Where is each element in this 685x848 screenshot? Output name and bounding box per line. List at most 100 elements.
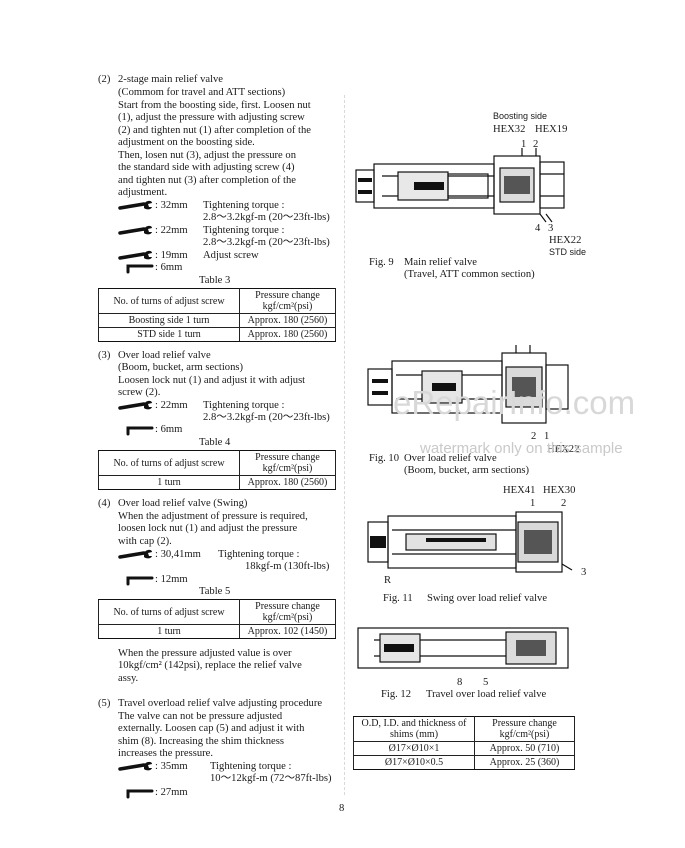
table-header-cell: No. of turns of adjust screw bbox=[98, 288, 240, 314]
table-cell: 1 turn bbox=[98, 624, 240, 639]
table-5: No. of turns of adjust screw Pressure ch… bbox=[98, 599, 336, 639]
tool-size: : 6mm bbox=[155, 424, 183, 435]
table-cell: Boosting side 1 turn bbox=[98, 313, 240, 328]
tool-size: : 19mm bbox=[155, 250, 188, 261]
callout-3: 3 bbox=[548, 223, 554, 234]
tool-size: : 22mm bbox=[155, 400, 188, 411]
note-line: When the pressure adjusted value is over bbox=[118, 648, 292, 659]
note-line: assy. bbox=[118, 673, 139, 684]
table-cell: Ø17×Ø10×1 bbox=[353, 741, 475, 756]
table-cell: Approx. 50 (710) bbox=[474, 741, 575, 756]
torque-label: Tightening torque : bbox=[210, 761, 292, 772]
callout-1: 1 bbox=[544, 431, 550, 442]
port-r-label: R bbox=[384, 575, 392, 586]
figure-caption-number: Fig. 9 bbox=[369, 257, 394, 268]
table-3: No. of turns of adjust screw Pressure ch… bbox=[98, 288, 336, 342]
wrench-icon bbox=[118, 225, 152, 235]
hex30-label: HEX30 bbox=[543, 485, 576, 496]
hex-key-icon bbox=[126, 264, 154, 274]
table-cell: Approx. 180 (2560) bbox=[239, 313, 336, 328]
body-line: the standard side with adjusting screw (… bbox=[118, 162, 295, 173]
section-number: (5) bbox=[98, 698, 111, 709]
travel-relief-valve-drawing bbox=[357, 627, 569, 669]
body-line: Start from the boosting side, first. Loo… bbox=[118, 100, 311, 111]
body-line: When the adjustment of pressure is requi… bbox=[118, 511, 308, 522]
hex41-label: HEX41 bbox=[503, 485, 536, 496]
figure-caption: Main relief valve bbox=[404, 257, 477, 268]
callout-4: 4 bbox=[535, 223, 541, 234]
overload-relief-valve-drawing bbox=[367, 345, 569, 424]
tool-size: : 27mm bbox=[155, 787, 188, 798]
torque-value: 10～12kgf-m (72～87ft-lbs) bbox=[210, 773, 332, 784]
table-row: Ø17×Ø10×0.5 Approx. 25 (360) bbox=[353, 755, 575, 770]
wrench-icon bbox=[118, 200, 152, 210]
std-side-label: STD side bbox=[549, 247, 587, 257]
tool-size: : 32mm bbox=[155, 200, 188, 211]
body-line: increases the pressure. bbox=[118, 748, 214, 759]
torque-value: 2.8～3.2kgf-m (20～23ft-lbs) bbox=[203, 237, 330, 248]
tool-size: : 22mm bbox=[155, 225, 188, 236]
section-number: (4) bbox=[98, 498, 111, 509]
body-line: and tighten nut (3) after completion of … bbox=[118, 175, 296, 186]
body-line: Loosen lock nut (1) and adjust it with a… bbox=[118, 375, 306, 386]
table-row: 1 turn Approx. 102 (1450) bbox=[98, 624, 336, 639]
hex22-label: HEX22 bbox=[547, 444, 580, 455]
table-cell: Approx. 25 (360) bbox=[474, 755, 575, 770]
body-line: adjustment on the boosting side. bbox=[118, 137, 255, 148]
tool-size: : 30,41mm bbox=[155, 549, 201, 560]
callout-2: 2 bbox=[533, 139, 539, 150]
figure-caption: Over load relief valve bbox=[404, 453, 497, 464]
wrench-icon bbox=[118, 400, 152, 410]
torque-value: 2.8～3.2kgf-m (20～23ft-lbs) bbox=[203, 412, 330, 423]
column-divider bbox=[344, 95, 345, 795]
watermark-site: eRepairInfo.com bbox=[393, 384, 636, 421]
note-line: 10kgf/cm² (142psi), replace the relief v… bbox=[118, 660, 302, 671]
hex19-label: HEX19 bbox=[535, 124, 568, 135]
body-line: (1), adjust the pressure with adjusting … bbox=[118, 112, 305, 123]
watermark-notice: watermark only on this sample bbox=[420, 440, 623, 457]
hex-key-icon bbox=[126, 576, 154, 586]
callout-1: 1 bbox=[521, 139, 527, 150]
section-title: Over load relief valve (Swing) bbox=[118, 498, 248, 509]
table-cell: Ø17×Ø10×0.5 bbox=[353, 755, 475, 770]
adjust-screw-label: Adjust screw bbox=[203, 250, 259, 261]
section-number: (3) bbox=[98, 350, 111, 361]
figure-caption: Swing over load relief valve bbox=[427, 593, 548, 604]
figure-caption: Travel over load relief valve bbox=[426, 689, 547, 700]
torque-value: 18kgf-m (130ft-lbs) bbox=[245, 561, 330, 572]
section-subtitle: (Boom, bucket, arm sections) bbox=[118, 362, 244, 373]
table-row: 1 turn Approx. 180 (2560) bbox=[98, 475, 336, 490]
callout-1: 1 bbox=[530, 498, 536, 509]
section-title: 2-stage main relief valve bbox=[118, 74, 224, 85]
table-cell: Approx. 102 (1450) bbox=[239, 624, 336, 639]
section-title: Travel overload relief valve adjusting p… bbox=[118, 698, 323, 709]
torque-value: 2.8～3.2kgf-m (20～23ft-lbs) bbox=[203, 212, 330, 223]
table-cell: STD side 1 turn bbox=[98, 327, 240, 342]
hex-key-icon bbox=[126, 789, 154, 799]
hex32-label: HEX32 bbox=[493, 124, 526, 135]
table-4: No. of turns of adjust screw Pressure ch… bbox=[98, 450, 336, 490]
section-title: Over load relief valve bbox=[118, 350, 211, 361]
hex22-label: HEX22 bbox=[549, 235, 582, 246]
callout-3: 3 bbox=[581, 567, 587, 578]
table-row: Boosting side 1 turn Approx. 180 (2560) bbox=[98, 313, 336, 328]
main-relief-valve-drawing bbox=[355, 148, 565, 223]
swing-relief-valve-drawing bbox=[367, 511, 573, 573]
figure-caption-number: Fig. 12 bbox=[381, 689, 412, 700]
section-subtitle: (Commom for travel and ATT sections) bbox=[118, 87, 286, 98]
figure-caption-sub: (Boom, bucket, arm sections) bbox=[404, 465, 530, 476]
table-title: Table 4 bbox=[199, 437, 231, 448]
table-title: Table 5 bbox=[199, 586, 231, 597]
table-row: Ø17×Ø10×1 Approx. 50 (710) bbox=[353, 741, 575, 756]
wrench-icon bbox=[118, 761, 152, 771]
torque-label: Tightening torque : bbox=[203, 400, 285, 411]
torque-label: Tightening torque : bbox=[203, 200, 285, 211]
callout-8: 8 bbox=[457, 677, 463, 688]
table-cell: Approx. 180 (2560) bbox=[239, 327, 336, 342]
callout-2: 2 bbox=[531, 431, 537, 442]
body-line: loosen lock nut (1) and adjust the press… bbox=[118, 523, 298, 534]
